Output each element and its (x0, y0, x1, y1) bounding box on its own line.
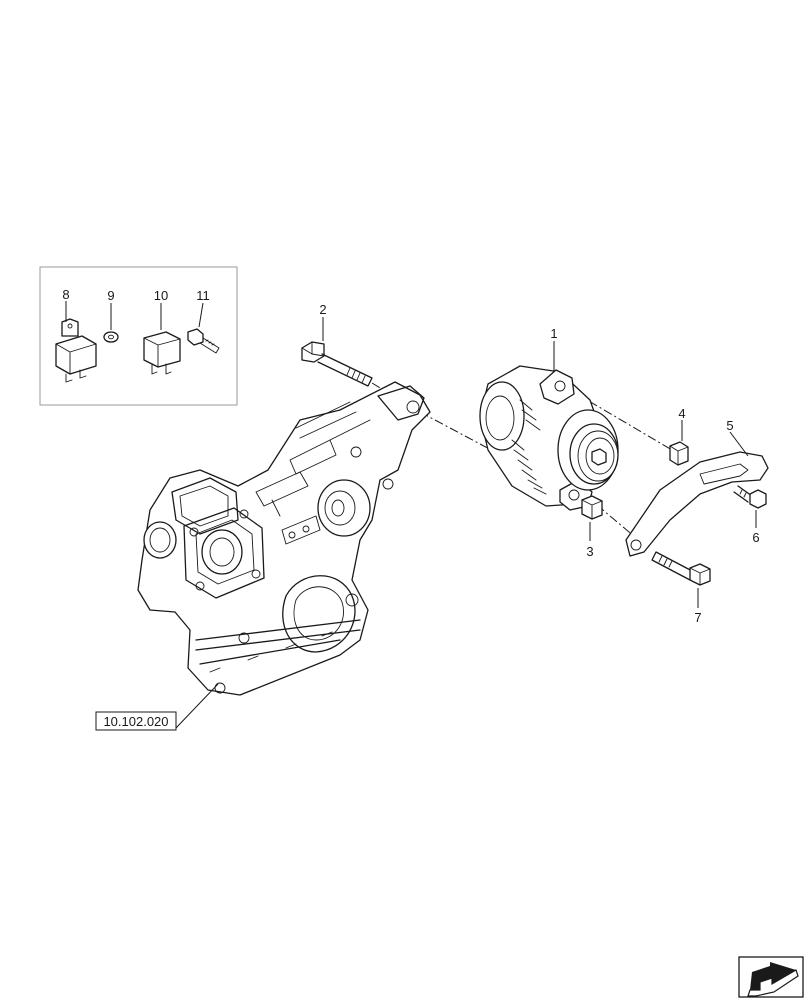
next-page-arrow-icon[interactable] (738, 956, 804, 998)
part-7-long-bolt[interactable] (651, 551, 711, 586)
part-6-short-bolt[interactable] (733, 485, 767, 509)
part-9-washer[interactable] (103, 331, 119, 343)
callout-3: 3 (586, 544, 593, 559)
inset-box (39, 266, 238, 406)
part-1-alternator[interactable] (479, 365, 619, 511)
part-10-relay[interactable] (143, 331, 181, 375)
reference-label: 10.102.020 (103, 714, 168, 729)
callout-5: 5 (726, 418, 733, 433)
callout-7: 7 (694, 610, 701, 625)
timing-gear-housing (137, 381, 431, 696)
callout-10: 10 (154, 288, 168, 303)
callout-8: 8 (62, 287, 69, 302)
part-3-spacer[interactable] (581, 495, 603, 520)
part-2-long-bolt[interactable] (301, 341, 373, 387)
part-8-relay-with-bracket[interactable] (55, 318, 97, 383)
part-5-adjusting-strap[interactable] (625, 451, 769, 557)
callout-4: 4 (678, 406, 685, 421)
callout-2: 2 (319, 302, 326, 317)
callout-1: 1 (550, 326, 557, 341)
part-4-spacer[interactable] (669, 441, 689, 466)
reference-link[interactable]: 10.102.020 (95, 711, 177, 731)
callout-9: 9 (107, 288, 114, 303)
part-11-screw[interactable] (187, 328, 220, 354)
callout-6: 6 (752, 530, 759, 545)
callout-11: 11 (196, 288, 210, 303)
